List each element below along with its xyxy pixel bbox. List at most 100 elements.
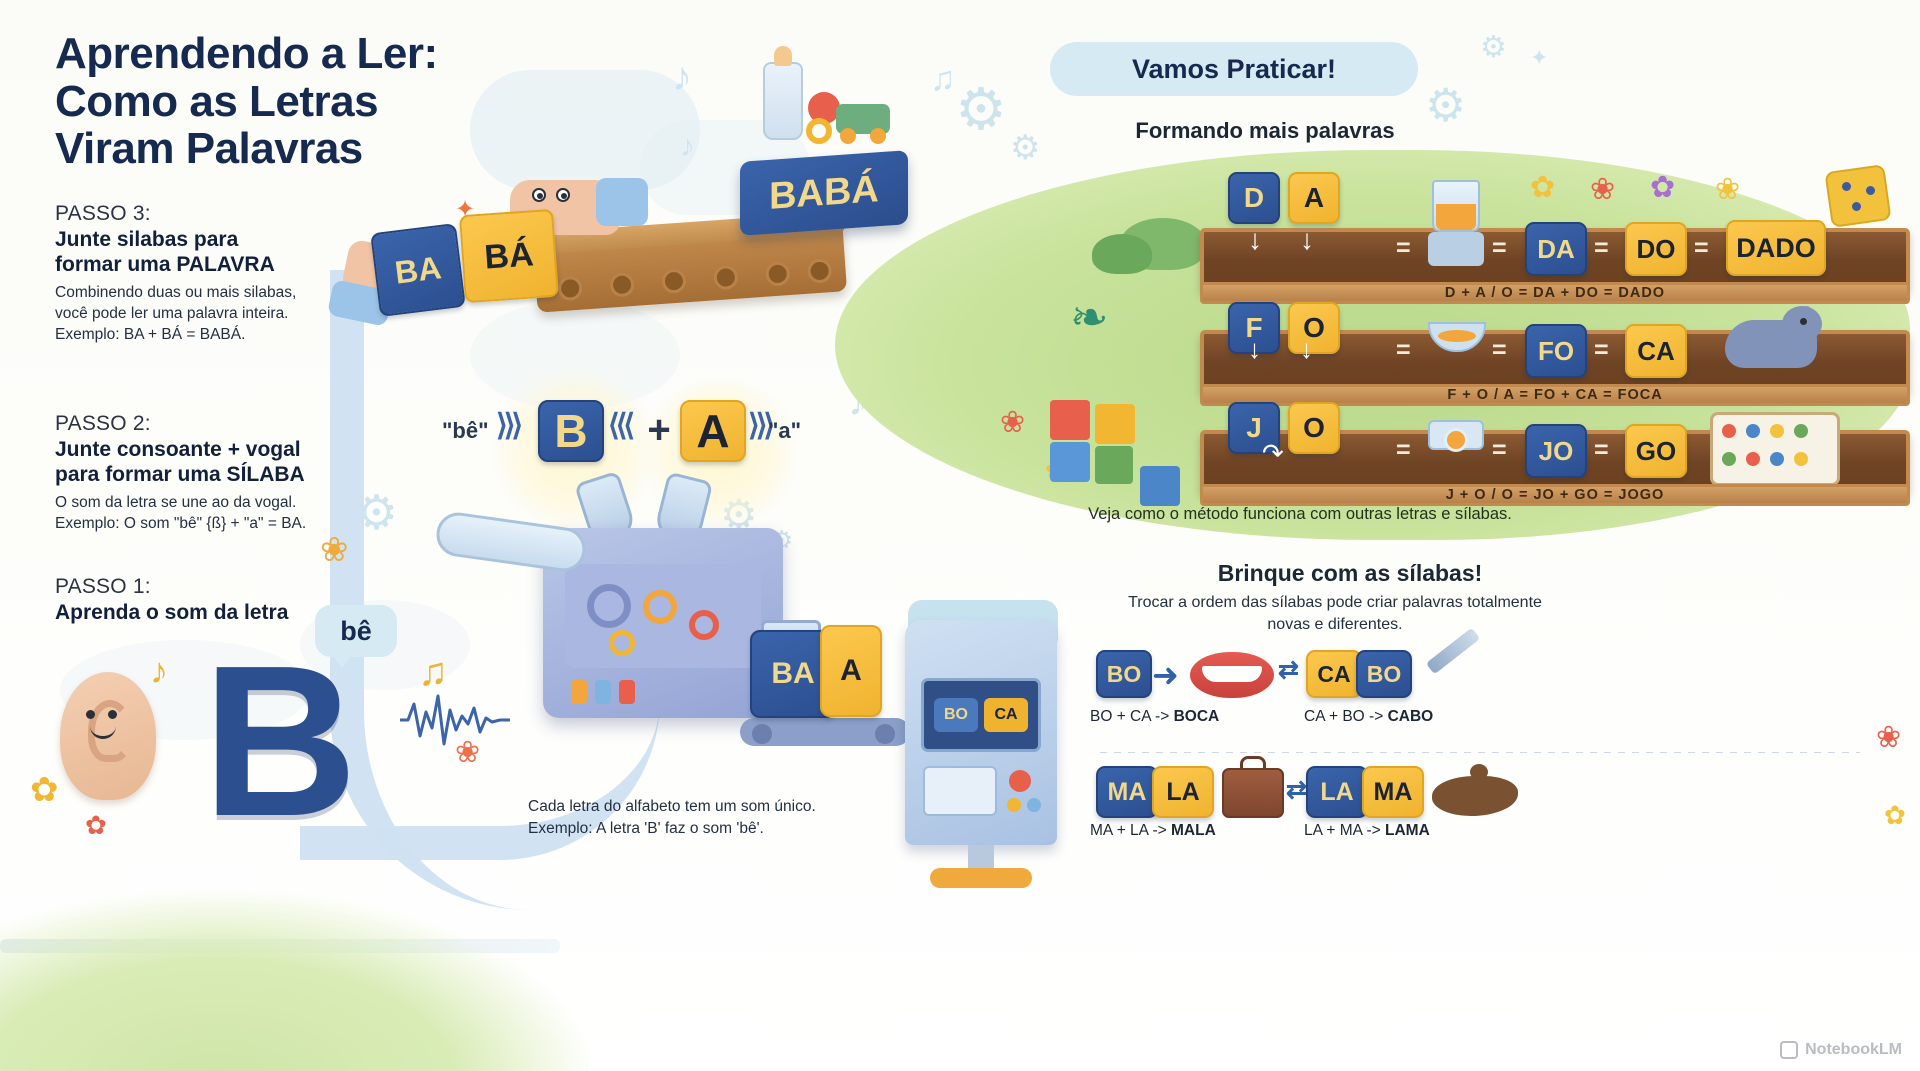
letter-tile-a[interactable]: A [680, 400, 746, 462]
practice-input-tile[interactable]: F [1228, 302, 1280, 354]
step-3-headline: Junte silabas para formar uma PALAVRA [55, 227, 385, 277]
practice-input-tile[interactable]: D [1228, 172, 1280, 224]
dice-icon [1824, 164, 1892, 228]
dice-pip [1866, 186, 1875, 195]
step-1-block: PASSO 1: Aprenda o som da letra [55, 575, 385, 625]
music-note-icon: ♪ [680, 130, 695, 163]
swap-tile[interactable]: LA [1306, 766, 1368, 818]
machine-button[interactable] [619, 680, 635, 704]
output-tile-a[interactable]: A [820, 625, 882, 717]
bottom-caption-line: Exemplo: A letra 'B' faz o som 'bê'. [528, 820, 764, 838]
step-2-body: O som da letra se une ao da vogal. Exemp… [55, 493, 385, 535]
dice-pip [1852, 202, 1861, 211]
toy-car-wheel [870, 128, 886, 144]
equals-sign: = [1492, 436, 1507, 464]
arcade-joystick-knob[interactable] [1009, 770, 1031, 792]
swap-pair-label-word: BOCA [1173, 708, 1220, 725]
swap-arrows-icon: ⇄ [1286, 776, 1307, 804]
board-game-pip [1794, 424, 1808, 438]
step-2-headline-line: para formar uma SÍLABA [55, 463, 305, 487]
practice-word-tile[interactable]: DADO [1726, 220, 1826, 276]
arcade-tile-bo[interactable]: BO [934, 698, 978, 732]
step-3-headline-line: Junte silabas para [55, 228, 239, 251]
arcade-button[interactable] [1027, 798, 1041, 812]
practice-result-tile[interactable]: GO [1625, 424, 1687, 478]
sound-wave-right-of-b-icon: ⟨⟨⟨ [608, 409, 635, 442]
gear-icon: ⚙ [1425, 79, 1467, 131]
sound-wave-svg [400, 694, 510, 746]
practice-result-tile[interactable]: JO [1525, 424, 1587, 478]
swap-intro-line: novas e diferentes. [1267, 615, 1403, 633]
arcade-base [930, 868, 1032, 888]
equals-sign: = [1396, 436, 1411, 464]
arcade-button[interactable] [1007, 798, 1021, 812]
flower-icon: ❀ [1715, 173, 1741, 206]
board-game-pip [1722, 424, 1736, 438]
step-3-body-line: você pode ler uma palavra inteira. [55, 305, 289, 323]
hand-face-pupil [561, 193, 567, 199]
ear-character-smile [90, 726, 116, 739]
swap-pair-label-prefix: LA + MA -> [1304, 822, 1385, 839]
toy-cube-icon [1140, 466, 1180, 506]
arrow-right-icon: ➜ [1152, 657, 1179, 693]
practice-subheading: Formando mais palavras [1135, 118, 1395, 143]
letter-tile-b[interactable]: B [538, 400, 604, 462]
speech-bubble-tail [330, 652, 354, 668]
gear-icon: ⚙ [1010, 129, 1041, 167]
flower-icon: ❀ [1876, 721, 1902, 754]
machine-button[interactable] [595, 680, 611, 704]
swap-tile[interactable]: LA [1152, 766, 1214, 818]
swap-pair-label-word: MALA [1171, 822, 1216, 839]
swap-pair-label-prefix: BO + CA -> [1090, 708, 1174, 725]
arrow-curve-icon: ↷ [1262, 438, 1284, 468]
swap-pair-label-prefix: CA + BO -> [1304, 708, 1388, 725]
swap-tile[interactable]: CA [1306, 650, 1362, 698]
practice-input-tile[interactable]: J [1228, 402, 1280, 454]
arcade-screen: BO CA [921, 678, 1041, 752]
swap-pair-label: MA + LA -> MALA [1090, 822, 1216, 840]
practice-input-tile[interactable]: O [1288, 402, 1340, 454]
arcade-tile-ca[interactable]: CA [984, 698, 1028, 732]
mouth-teeth [1202, 666, 1262, 682]
equals-sign: = [1492, 234, 1507, 262]
syllable-tile-ba[interactable]: BA [370, 223, 466, 317]
practice-result-tile[interactable]: CA [1625, 324, 1687, 378]
swap-tile[interactable]: MA [1362, 766, 1424, 818]
practice-result-tile[interactable]: DO [1625, 222, 1687, 276]
arrow-down-icon: ↓ [1300, 224, 1314, 255]
swap-tile[interactable]: BO [1096, 650, 1152, 698]
swap-intro: Trocar a ordem das sílabas pode criar pa… [1035, 592, 1635, 635]
sparkle-icon: ✦ [1530, 45, 1549, 70]
swap-tile[interactable]: BO [1356, 650, 1412, 698]
bush-icon [1092, 234, 1152, 274]
sleeve-right [596, 178, 648, 226]
board-game-pip [1770, 424, 1784, 438]
equals-sign: = [1492, 336, 1507, 364]
step-3-block: PASSO 3: Junte silabas para formar uma P… [55, 202, 385, 346]
step-1-headline: Aprenda o som da letra [55, 601, 289, 624]
practice-pill-label: Vamos Praticar! [1131, 53, 1337, 84]
sound-label-right: "a" [768, 418, 802, 443]
syllable-tile-ba-accent[interactable]: BÁ [459, 208, 559, 304]
toy-cube-icon [1095, 404, 1135, 444]
step-3-headline-line: formar uma PALAVRA [55, 253, 275, 277]
swap-heading: Brinque com as sílabas! [1217, 560, 1483, 586]
letter-b-large: B [202, 619, 358, 861]
music-note-icon: ♪ [672, 55, 692, 99]
conveyor-roller [713, 264, 739, 291]
flower-icon: ✿ [30, 771, 59, 809]
swap-pair-label-prefix: MA + LA -> [1090, 822, 1171, 839]
watermark-label: NotebookLM [1805, 1041, 1902, 1058]
practice-input-tile[interactable]: A [1288, 172, 1340, 224]
practice-row-formula: D + A / O = DA + DO = DADO [1200, 282, 1910, 304]
blender-base [1428, 232, 1484, 266]
step-3-body-line: Exemplo: BA + BÁ = BABÁ. [55, 326, 246, 344]
machine-button[interactable] [571, 680, 587, 704]
swap-tile[interactable]: MA [1096, 766, 1158, 818]
practice-input-tile[interactable]: O [1288, 302, 1340, 354]
practice-result-tile[interactable]: FO [1525, 324, 1587, 378]
conveyor-roller [557, 275, 584, 302]
swap-pair-label-word: LAMA [1385, 822, 1430, 839]
practice-result-tile[interactable]: DA [1525, 222, 1587, 276]
